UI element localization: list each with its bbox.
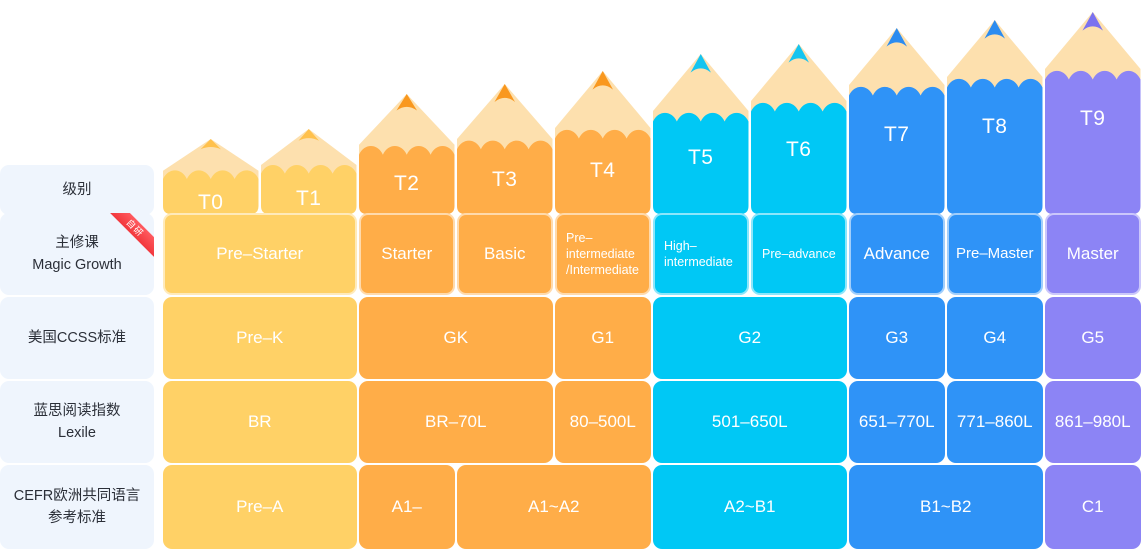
row-label-line2: Lexile	[58, 425, 96, 441]
cell-lexile-6[interactable]: 861–980L	[1045, 381, 1141, 463]
pencil-label-t5: T5	[687, 146, 714, 170]
cell-major-course-5[interactable]: Pre–advance	[751, 213, 847, 295]
cell-major-course-3[interactable]: Pre–intermediate/Intermediate	[555, 213, 651, 295]
cell-lexile-3[interactable]: 501–650L	[653, 381, 847, 463]
row-label-line1: 主修课	[55, 234, 99, 251]
pencil-t1: T1	[261, 129, 357, 214]
cell-ccss-0[interactable]: Pre–K	[163, 297, 357, 379]
pencil-label-t6: T6	[785, 138, 812, 162]
row-label-line2: Magic Growth	[32, 257, 122, 273]
row-label-line1: 蓝思阅读指数	[33, 402, 121, 419]
cell-lexile-0[interactable]: BR	[163, 381, 357, 463]
pencil-shape-icon	[947, 20, 1043, 214]
pencil-t4: T4	[555, 71, 651, 214]
cell-cefr-1[interactable]: A1–	[359, 465, 455, 549]
cell-ccss-4[interactable]: G3	[849, 297, 945, 379]
pencil-t5: T5	[653, 54, 749, 214]
cell-cefr-4[interactable]: B1~B2	[849, 465, 1043, 549]
pencil-t0: T0	[163, 139, 259, 214]
pencil-label-t0: T0	[197, 190, 224, 214]
cell-lexile-5[interactable]: 771–860L	[947, 381, 1043, 463]
cell-major-course-7[interactable]: Pre–Master	[947, 213, 1043, 295]
cell-cefr-3[interactable]: A2~B1	[653, 465, 847, 549]
pencil-shape-icon	[163, 139, 259, 214]
pencil-shape-icon	[457, 84, 553, 214]
pencil-shape-icon	[653, 54, 749, 214]
pencil-t3: T3	[457, 84, 553, 214]
cell-ccss-5[interactable]: G4	[947, 297, 1043, 379]
cell-major-course-2[interactable]: Basic	[457, 213, 553, 295]
pencil-shape-icon	[555, 71, 651, 214]
pencil-shape-icon	[751, 44, 847, 214]
cell-lexile-2[interactable]: 80–500L	[555, 381, 651, 463]
pencil-t2: T2	[359, 94, 455, 214]
cell-major-course-6[interactable]: Advance	[849, 213, 945, 295]
pencil-shape-icon	[359, 94, 455, 214]
cell-major-course-0[interactable]: Pre–Starter	[163, 213, 357, 295]
cell-ccss-3[interactable]: G2	[653, 297, 847, 379]
row-label-cefr: CEFR欧洲共同语言参考标准	[0, 465, 154, 549]
pencil-label-t7: T7	[883, 123, 910, 146]
row-label-line2: 参考标准	[47, 510, 106, 526]
pencil-shape-icon	[261, 129, 357, 214]
row-label-lexile: 蓝思阅读指数 Lexile	[0, 381, 154, 463]
cell-ccss-1[interactable]: GK	[359, 297, 553, 379]
pencil-shape-icon	[849, 28, 945, 214]
pencil-label-t3: T3	[491, 167, 518, 191]
cell-major-course-8[interactable]: Master	[1045, 213, 1141, 295]
row-label-level: 级别	[0, 165, 154, 215]
cell-ccss-6[interactable]: G5	[1045, 297, 1141, 379]
pencil-label-t8: T8	[981, 115, 1008, 138]
cell-lexile-1[interactable]: BR–70L	[359, 381, 553, 463]
pencil-shape-icon	[1045, 12, 1141, 214]
cell-major-course-1[interactable]: Starter	[359, 213, 455, 295]
cell-lexile-4[interactable]: 651–770L	[849, 381, 945, 463]
pencil-t8: T8	[947, 20, 1043, 214]
pencil-header-band: T0 T1 T2 T3 T4 T5 T6 T7 T8 T9	[0, 0, 1146, 214]
row-label-line1: 美国CCSS标准	[27, 329, 127, 346]
row-label-line1: 级别	[62, 181, 92, 198]
pencil-label-t9: T9	[1079, 107, 1106, 130]
pencil-label-t1: T1	[295, 186, 322, 210]
cell-cefr-2[interactable]: A1~A2	[457, 465, 651, 549]
cell-ccss-2[interactable]: G1	[555, 297, 651, 379]
row-label-ccss: 美国CCSS标准	[0, 297, 154, 379]
cell-cefr-5[interactable]: C1	[1045, 465, 1141, 549]
row-label-line1: CEFR欧洲共同语言	[13, 487, 141, 504]
pencil-label-t4: T4	[589, 159, 616, 183]
cell-major-course-4[interactable]: High–intermediate	[653, 213, 749, 295]
pencil-t9: T9	[1045, 12, 1141, 214]
pencil-t7: T7	[849, 28, 945, 214]
pencil-t6: T6	[751, 44, 847, 214]
pencil-label-t2: T2	[393, 172, 420, 196]
cell-cefr-0[interactable]: Pre–A	[163, 465, 357, 549]
